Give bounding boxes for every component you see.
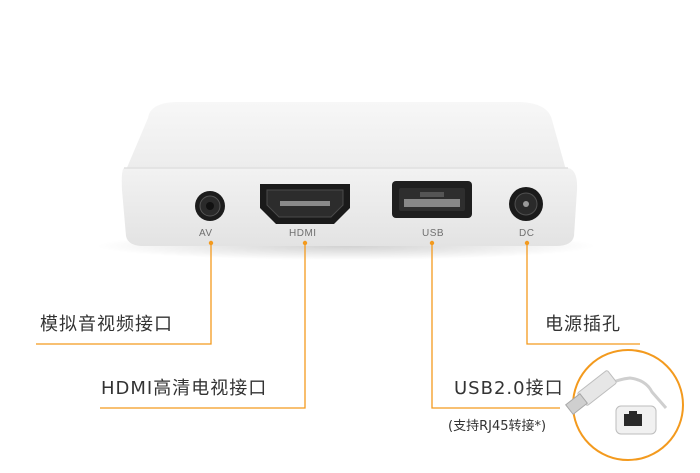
usb-to-rj45-adapter-icon <box>565 349 684 461</box>
power-callout-label: 电源插孔 <box>545 314 621 335</box>
hdmi-port <box>260 184 350 224</box>
av-port <box>195 191 225 221</box>
device-top <box>126 102 566 170</box>
dc-port-label: DC <box>519 228 535 239</box>
av-callout-label: 模拟音视频接口 <box>40 314 173 335</box>
power-leader-line <box>526 244 640 345</box>
callout-lines <box>36 244 640 409</box>
usb-port <box>392 181 472 218</box>
av-port-label: AV <box>199 228 213 239</box>
hdmi-leader-line <box>100 244 306 409</box>
usb-leader-line <box>431 244 560 409</box>
usb-adapter-note: (支持RJ45转接*) <box>448 419 547 434</box>
hdmi-port-label: HDMI <box>289 228 317 239</box>
hdmi-callout-label: HDMI高清电视接口 <box>101 378 268 399</box>
usb-callout-label: USB2.0接口 <box>454 378 564 399</box>
callout-dots <box>208 240 530 246</box>
av-leader-line <box>36 244 212 345</box>
usb-port-label: USB <box>422 228 445 239</box>
dc-port <box>509 187 543 221</box>
